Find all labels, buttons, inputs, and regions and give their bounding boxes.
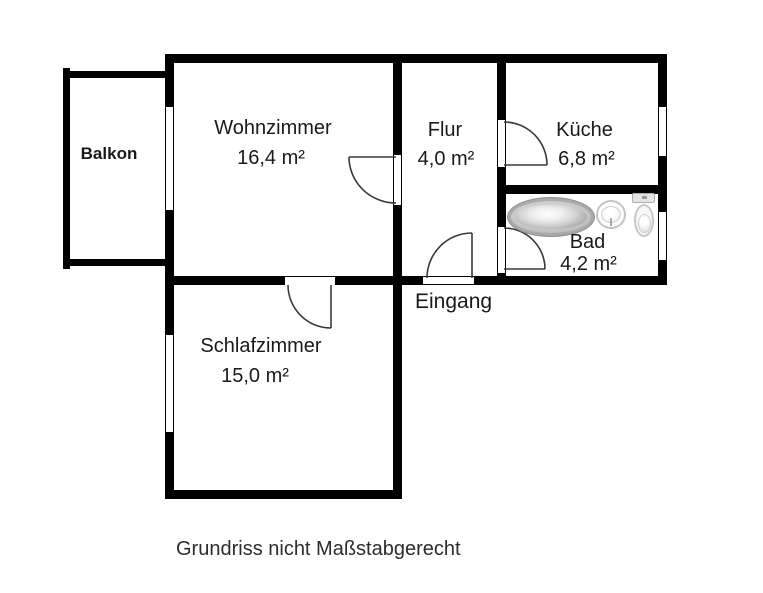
bathtub-icon: [507, 197, 595, 237]
balcony-door-opening: [165, 107, 174, 210]
room-area-kueche: 6,8 m²: [558, 148, 615, 170]
room-label-flur: Flur: [427, 119, 463, 141]
room-label-balkon: Balkon: [80, 144, 138, 163]
toilet-icon: [634, 204, 654, 237]
schlafzimmer-door-opening: [285, 276, 335, 285]
kueche-door-opening: [497, 120, 506, 167]
wall-balkon-left: [63, 68, 70, 269]
wall-balkon-top: [63, 71, 165, 78]
room-label-kueche: Küche: [556, 119, 613, 141]
entrance-door-swing: [426, 232, 473, 279]
sink-tap: [610, 218, 612, 226]
schlafzimmer-window: [165, 335, 174, 432]
toilet-bowl-inner: [638, 214, 651, 233]
schlafzimmer-door-swing: [287, 284, 332, 329]
sink-icon: [596, 200, 626, 229]
wall-middle-band: [165, 276, 667, 285]
room-label-schlafzimmer: Schlafzimmer: [200, 335, 322, 357]
room-label-bad: Bad: [569, 231, 606, 253]
toilet-tank: [632, 193, 655, 203]
room-area-wohnzimmer: 16,4 m²: [237, 147, 305, 169]
wall-schlafzimmer-bottom: [165, 490, 402, 499]
bad-window: [658, 212, 667, 260]
room-label-wohnzimmer: Wohnzimmer: [214, 117, 332, 139]
wall-outer-right: [658, 54, 667, 285]
entrance-label: Eingang: [415, 290, 493, 313]
wall-flur-kueche: [497, 54, 506, 285]
wall-balkon-bottom: [63, 259, 165, 266]
room-area-flur: 4,0 m²: [417, 148, 475, 170]
wall-outer-top: [165, 54, 667, 63]
plan-caption: Grundriss nicht Maßstabgerecht: [176, 538, 461, 560]
room-area-bad: 4,2 m²: [560, 253, 617, 275]
kueche-window: [658, 107, 667, 156]
bad-door-opening: [497, 227, 506, 273]
toilet-flush-button: [642, 196, 647, 199]
wall-schlafzimmer-right: [393, 276, 402, 499]
room-area-schlafzimmer: 15,0 m²: [221, 365, 289, 387]
entrance-door-opening: [423, 276, 474, 285]
wall-kueche-bad: [497, 185, 667, 194]
